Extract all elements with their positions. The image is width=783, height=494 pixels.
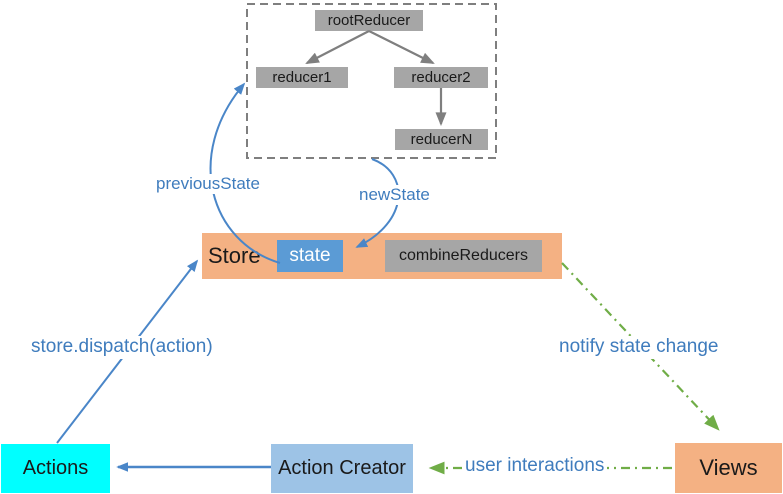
action-creator-label: Action Creator <box>278 457 406 479</box>
views-label: Views <box>699 455 758 480</box>
reducer2-label: reducer2 <box>411 69 471 86</box>
root-reducer-label: rootReducer <box>327 12 411 29</box>
new-state-label: newState <box>356 185 433 206</box>
action-creator-node: Action Creator <box>271 444 413 493</box>
reducerN-node: reducerN <box>395 129 488 150</box>
reducer1-label: reducer1 <box>272 69 332 86</box>
state-node: state <box>277 240 343 272</box>
reducer2-node: reducer2 <box>394 67 488 88</box>
arrow-root-to-reducer2 <box>368 30 435 64</box>
actions-node: Actions <box>1 444 110 493</box>
state-label: state <box>289 245 331 266</box>
reducer1-node: reducer1 <box>256 67 348 88</box>
store-title: Store <box>208 243 261 268</box>
views-node: Views <box>675 443 782 493</box>
arrow-root-to-reducer1 <box>305 30 370 64</box>
combine-reducers-label: combineReducers <box>399 247 528 264</box>
combine-reducers-node: combineReducers <box>385 240 542 272</box>
reducerN-label: reducerN <box>410 131 473 148</box>
user-interactions-label: user interactions <box>462 455 608 478</box>
notify-state-change-label: notify state change <box>556 336 722 359</box>
actions-label: Actions <box>22 457 89 479</box>
previous-state-label: previousState <box>153 174 263 195</box>
root-reducer-node: rootReducer <box>315 10 423 31</box>
dispatch-label: store.dispatch(action) <box>28 336 216 359</box>
